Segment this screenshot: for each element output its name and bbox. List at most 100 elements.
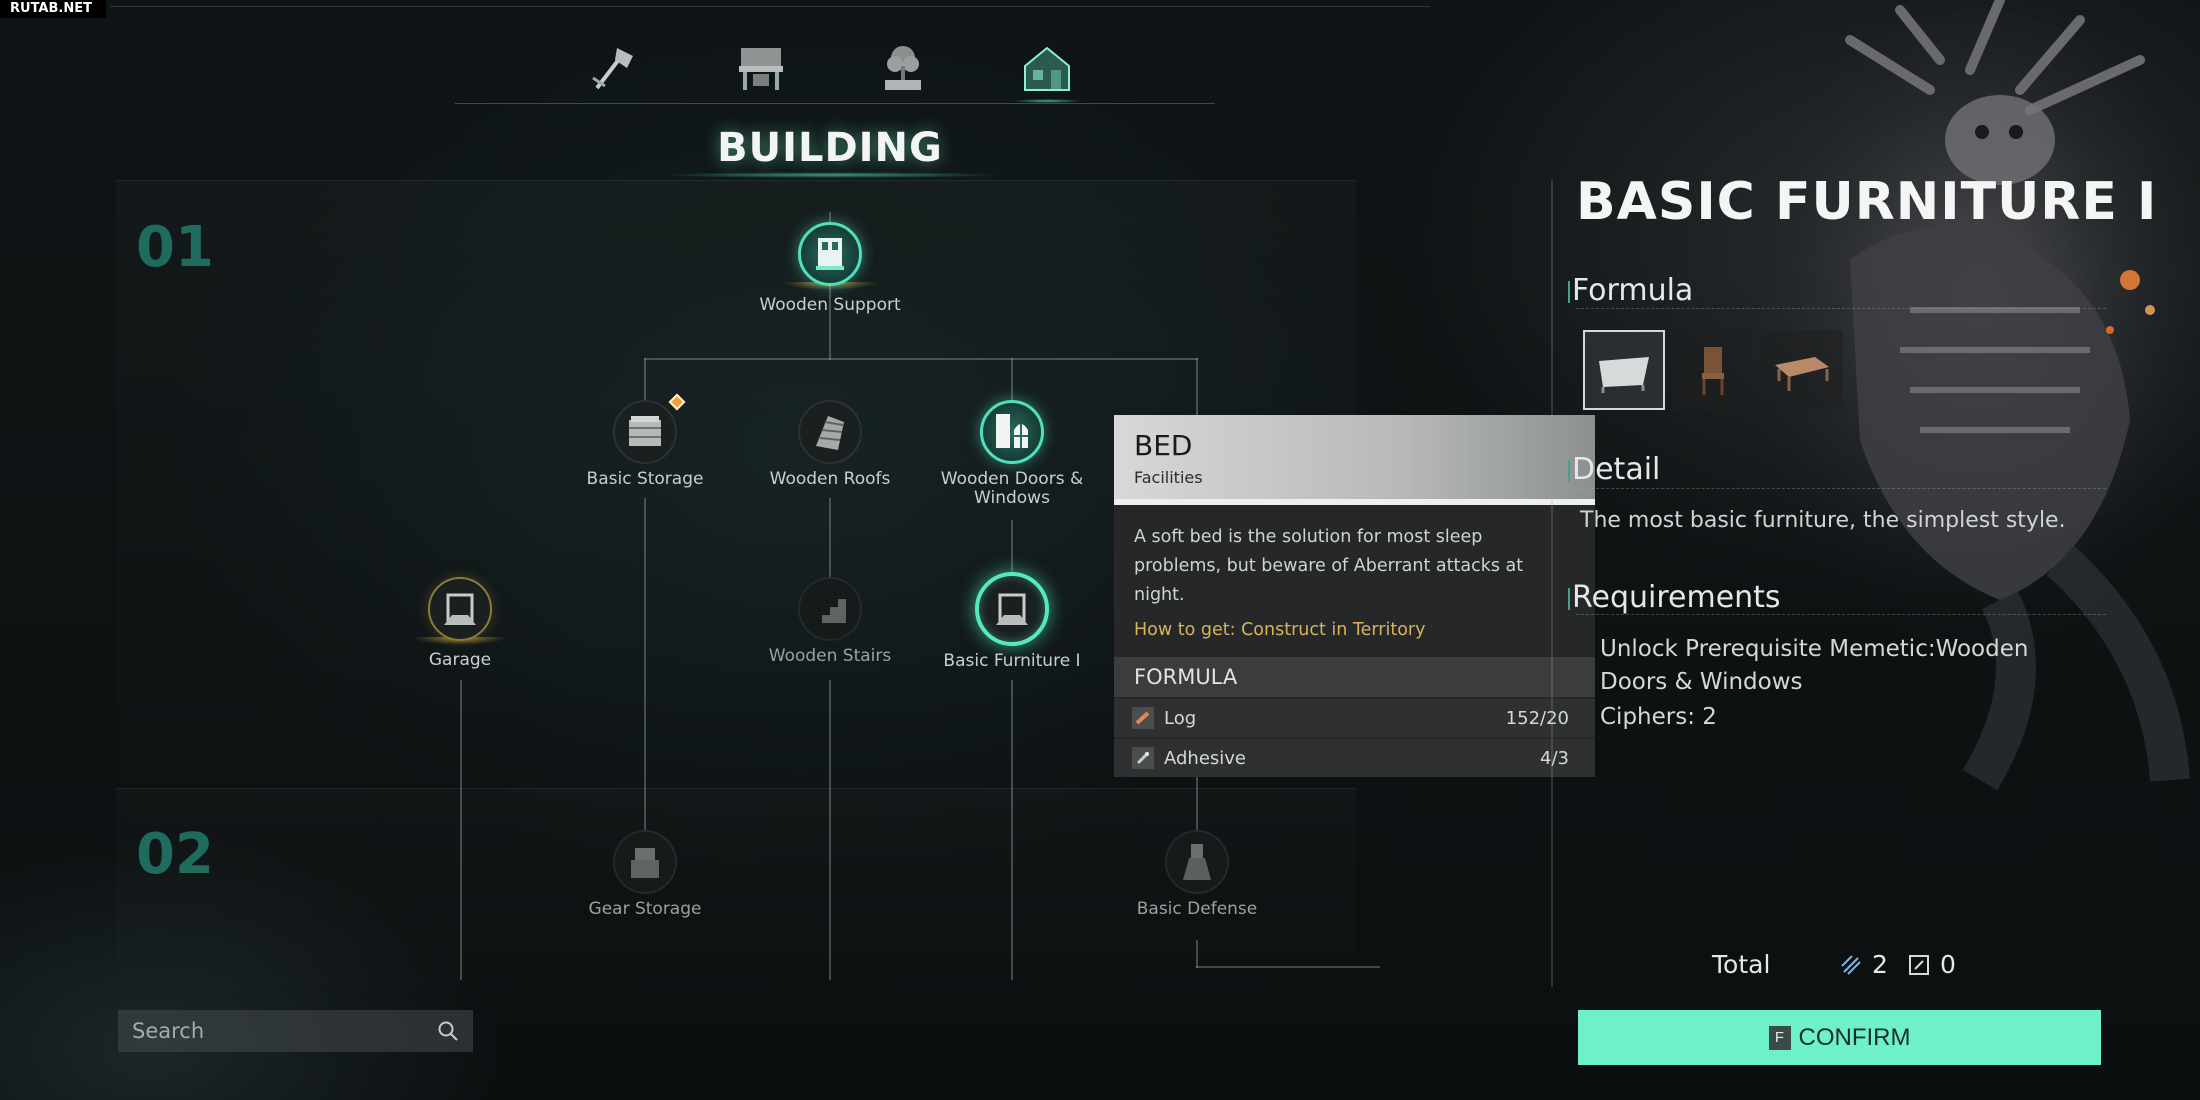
total-label: Total: [1712, 950, 1771, 979]
category-divider: [455, 103, 1215, 104]
confirm-button[interactable]: F CONFIRM: [1578, 1010, 2101, 1065]
requirement-prerequisite: Unlock Prerequisite Memetic:Wooden: [1600, 636, 2029, 662]
detail-description: The most basic furniture, the simplest s…: [1580, 508, 2066, 533]
node-basic-defense[interactable]: Basic Defense: [1097, 830, 1297, 919]
category-tab-workbench[interactable]: [726, 36, 796, 100]
node-basic-storage[interactable]: Basic Storage: [545, 393, 745, 489]
garage-icon: [444, 593, 476, 625]
defense-tower-icon: [1183, 844, 1211, 880]
wooden-support-circle: [798, 222, 862, 286]
category-tab-tools[interactable]: [578, 36, 648, 100]
creature-artwork: [1740, 0, 2200, 791]
formula-item-table[interactable]: [1761, 330, 1843, 410]
basic-storage-circle: [613, 393, 686, 464]
material-amount: 4/3: [1540, 747, 1569, 769]
search-icon[interactable]: [437, 1020, 459, 1042]
crate-icon: [629, 416, 661, 446]
cipher-cost-value: 2: [1872, 950, 1888, 979]
material-row: Log 152/20: [1114, 699, 1595, 737]
connector: [1011, 520, 1013, 576]
node-label: Wooden Roofs: [769, 469, 891, 489]
node-label: Wooden Doors & Windows: [940, 469, 1084, 508]
wooden-stairs-circle: [798, 577, 862, 641]
workbench-icon: [739, 48, 783, 90]
material-amount: 152/20: [1505, 707, 1569, 729]
node-wooden-support[interactable]: Wooden Support: [730, 222, 930, 315]
watermark: RUTAB.NET: [0, 0, 106, 18]
node-garage[interactable]: Garage: [360, 577, 560, 670]
other-cost: 0: [1908, 950, 1956, 979]
node-label: Wooden Support: [759, 295, 901, 315]
node-wooden-roofs[interactable]: Wooden Roofs: [730, 400, 930, 489]
node-label: Gear Storage: [588, 899, 702, 919]
node-label: Basic Defense: [1136, 899, 1258, 919]
connector: [644, 358, 646, 410]
stairs-icon: [814, 599, 846, 623]
basic-furniture-circle: [975, 572, 1049, 646]
connector: [1196, 940, 1198, 968]
connector: [1196, 772, 1198, 838]
top-divider: [110, 6, 1430, 7]
material-row: Adhesive 4/3: [1114, 739, 1595, 777]
connector: [829, 680, 831, 980]
connector: [1011, 680, 1013, 980]
confirm-label: CONFIRM: [1798, 1023, 1911, 1051]
tooltip-header: BED Facilities: [1114, 415, 1595, 505]
search-bar[interactable]: [118, 1010, 473, 1052]
detail-title: BASIC FURNITURE Ⅰ: [1576, 172, 2158, 232]
section-rule: [1576, 614, 2106, 615]
axe-icon: [592, 48, 633, 90]
node-label: Garage: [428, 650, 492, 670]
tooltip-formula-header: FORMULA: [1114, 657, 1595, 697]
title-glow: [660, 172, 1000, 178]
cipher-icon: [1841, 954, 1861, 975]
section-rule: [1576, 308, 2106, 309]
formula-item-chair[interactable]: [1672, 330, 1754, 410]
roof-icon: [816, 416, 844, 450]
node-wooden-doors-windows[interactable]: Wooden Doors & Windows: [912, 400, 1112, 508]
adhesive-icon: [1132, 747, 1154, 769]
node-wooden-stairs[interactable]: Wooden Stairs: [730, 577, 930, 666]
key-hint-f: F: [1768, 1025, 1791, 1050]
requirement-ciphers: Ciphers: 2: [1600, 704, 1717, 730]
garage-circle: [428, 577, 492, 641]
node-gear-storage[interactable]: Gear Storage: [545, 830, 745, 919]
wooden-roofs-circle: [798, 400, 862, 464]
chair-icon: [1702, 347, 1724, 395]
connector: [644, 498, 646, 838]
node-label: Basic Furniture Ⅰ: [943, 651, 1081, 671]
formula-item-bed[interactable]: [1583, 330, 1665, 410]
tooltip-description: A soft bed is the solution for most slee…: [1134, 527, 1524, 605]
planter-icon: [885, 46, 921, 90]
door-window-icon: [996, 414, 1028, 448]
page-title: BUILDING: [717, 125, 943, 171]
category-tab-building[interactable]: [1012, 36, 1082, 103]
gear-storage-circle: [613, 830, 677, 894]
wooden-support-icon: [816, 238, 844, 270]
search-input[interactable]: [132, 1019, 437, 1043]
memetic-point-icon: [1909, 954, 1929, 975]
material-name: Log: [1164, 707, 1197, 729]
connector: [644, 358, 1198, 360]
node-label: Basic Storage: [586, 469, 704, 489]
tier-number: 02: [136, 822, 214, 887]
other-cost-value: 0: [1940, 950, 1956, 979]
table-icon: [1775, 357, 1829, 391]
wooden-doors-circle: [980, 400, 1044, 464]
bed-icon: [1599, 357, 1649, 393]
connector: [1196, 966, 1380, 968]
item-tooltip: BED Facilities A soft bed is the solutio…: [1114, 415, 1595, 777]
node-basic-furniture[interactable]: Basic Furniture Ⅰ: [912, 572, 1112, 671]
material-name: Adhesive: [1164, 747, 1247, 769]
category-tab-planting[interactable]: [868, 36, 938, 100]
connector: [1011, 358, 1013, 410]
connector: [1196, 358, 1198, 418]
tier-panel-02: [116, 788, 1356, 988]
tooltip-item-name: BED: [1134, 429, 1193, 462]
house-icon: [1024, 46, 1070, 91]
connector: [829, 498, 831, 578]
log-icon: [1132, 707, 1154, 729]
requirements-heading: Requirements: [1568, 580, 1781, 615]
basic-defense-circle: [1165, 830, 1229, 894]
detail-heading: Detail: [1567, 452, 1661, 487]
